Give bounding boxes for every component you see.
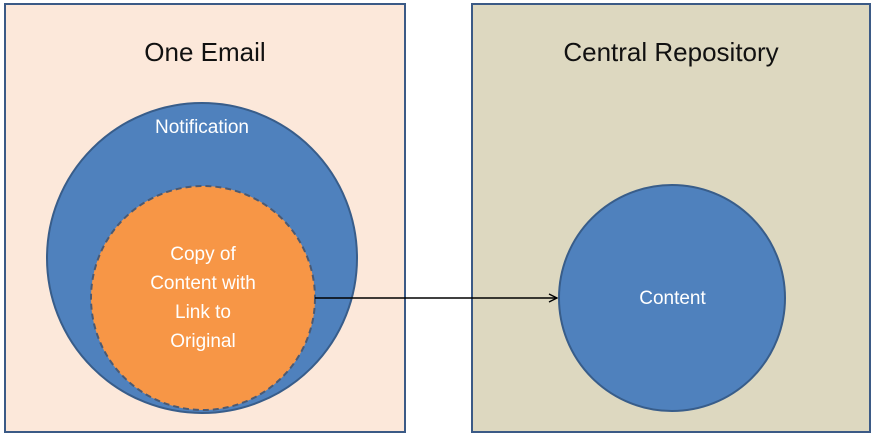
content-label: Content xyxy=(639,288,706,309)
copy-of-content-label: Copy of Content with Link to Original xyxy=(103,240,303,356)
central-repository-panel: Central Repository xyxy=(471,3,871,433)
notification-label: Notification xyxy=(155,117,249,138)
copy-label-line-3: Link to xyxy=(175,302,231,323)
central-repository-title: Central Repository xyxy=(563,37,779,67)
one-email-title: One Email xyxy=(144,37,266,67)
one-email-panel: One Email xyxy=(4,3,406,433)
copy-label-line-1: Copy of xyxy=(170,244,236,265)
copy-label-line-4: Original xyxy=(170,331,236,352)
copy-label-line-2: Content with xyxy=(150,273,256,294)
